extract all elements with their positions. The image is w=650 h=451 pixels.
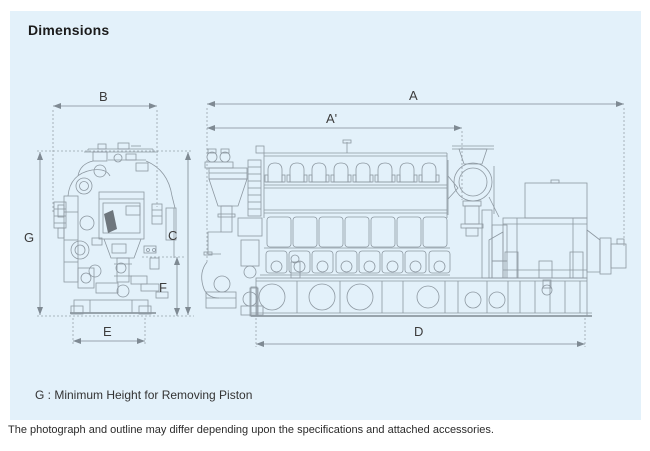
disclaimer-caption: The photograph and outline may differ de… xyxy=(8,424,494,436)
dim-label-a: A xyxy=(409,88,418,103)
dim-label-f: F xyxy=(159,280,167,295)
dim-label-d: D xyxy=(414,324,424,339)
g-dimension-note: G : Minimum Height for Removing Piston xyxy=(35,388,253,402)
dim-label-c: C xyxy=(168,228,178,243)
end-view-drawing xyxy=(53,142,177,315)
dim-label-e: E xyxy=(103,324,112,339)
dimension-lines xyxy=(37,101,625,347)
page-title: Dimensions xyxy=(28,22,110,38)
dim-label-b: B xyxy=(99,89,108,104)
dimensions-panel xyxy=(10,11,641,420)
dim-label-a-prime: A' xyxy=(326,111,338,126)
dim-label-g: G xyxy=(24,230,35,245)
side-view-drawing xyxy=(201,139,627,317)
